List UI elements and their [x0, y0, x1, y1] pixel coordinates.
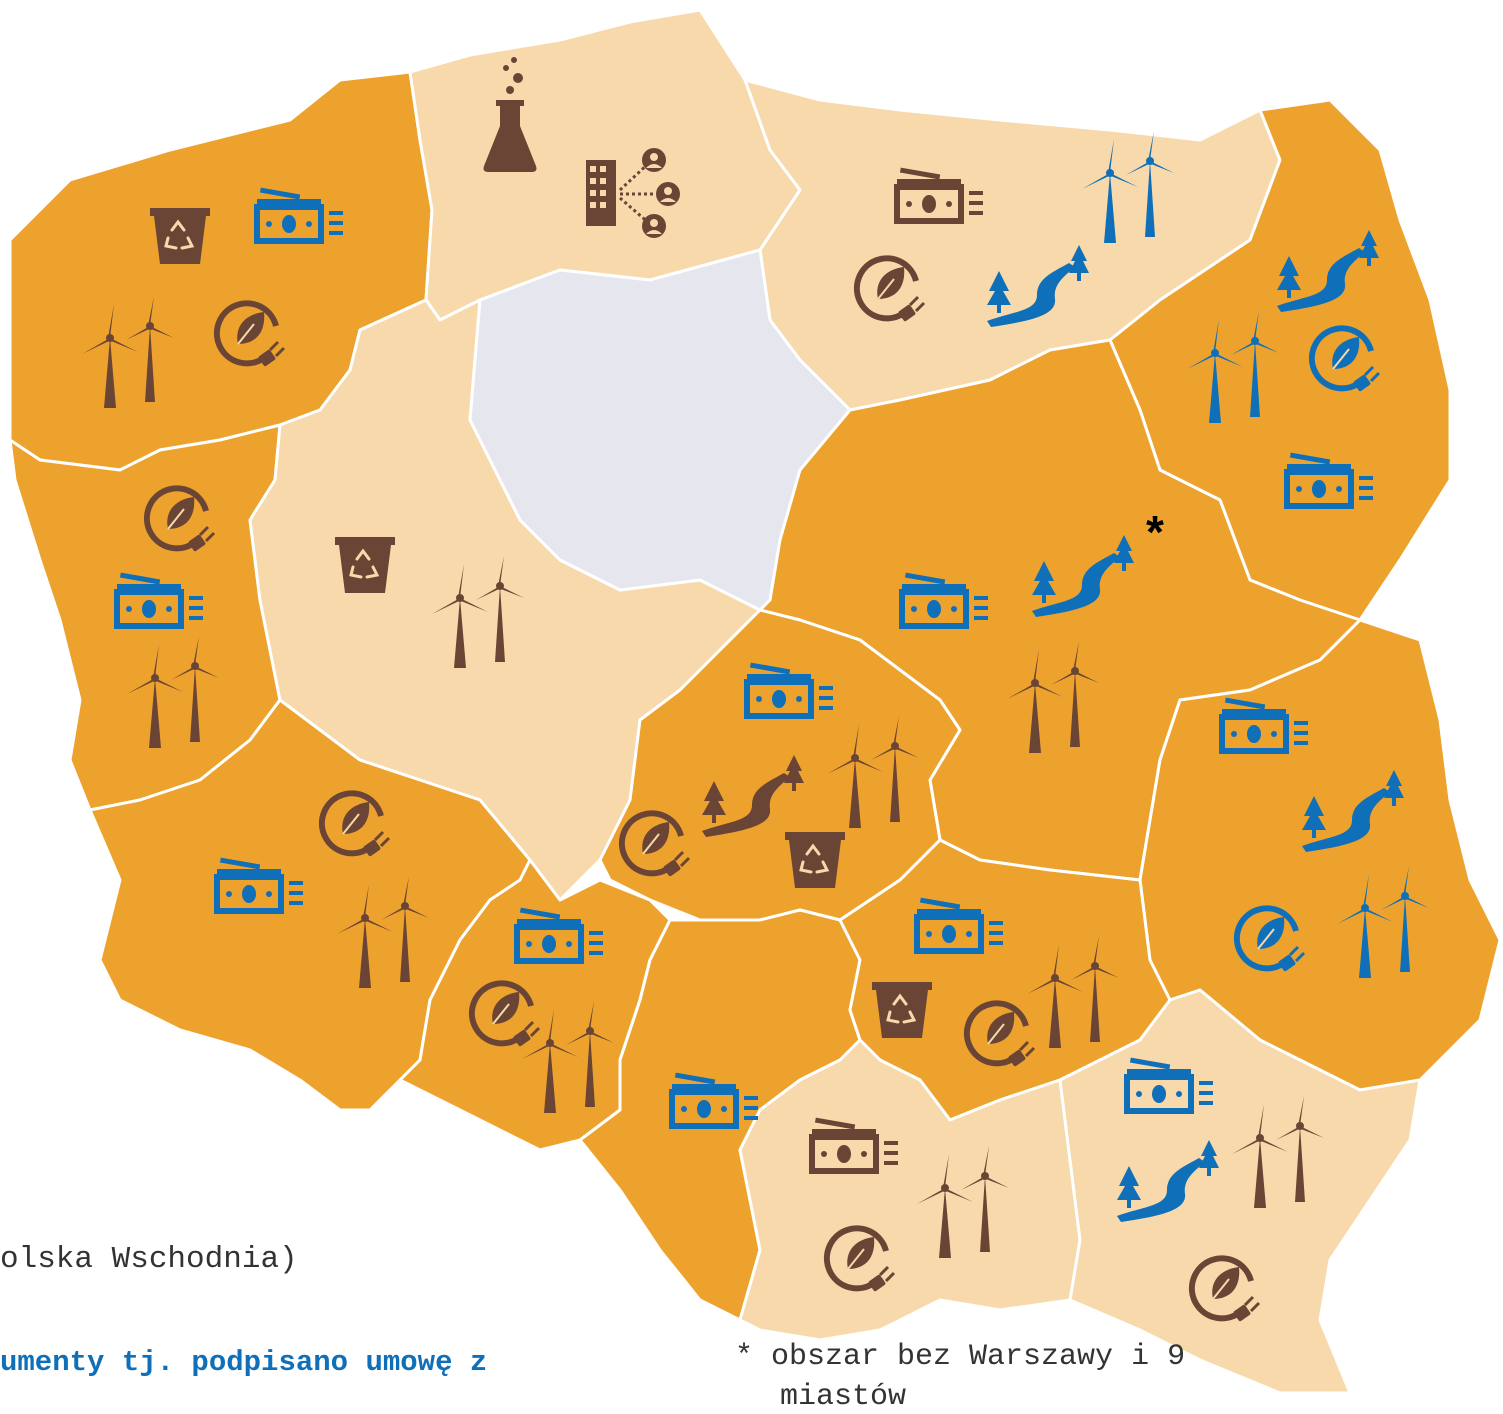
footnote-line-1: * obszar bez Warszawy i 9	[735, 1340, 1186, 1374]
recycle-bin-icon	[148, 206, 212, 266]
recycle-bin-icon	[333, 535, 397, 595]
legend-east-note: olska Wschodnia)	[0, 1242, 298, 1277]
regions-layer	[8, 8, 1502, 1393]
footnote-line-2: miastów	[780, 1380, 907, 1414]
region-marker-asterisk: *	[1146, 506, 1164, 558]
region-podkarpackie[interactable]	[1058, 988, 1422, 1393]
legend-docs-note: umenty tj. podpisano umowę z	[0, 1346, 488, 1379]
recycle-bin-icon	[783, 830, 847, 890]
recycle-bin-icon	[870, 980, 934, 1040]
